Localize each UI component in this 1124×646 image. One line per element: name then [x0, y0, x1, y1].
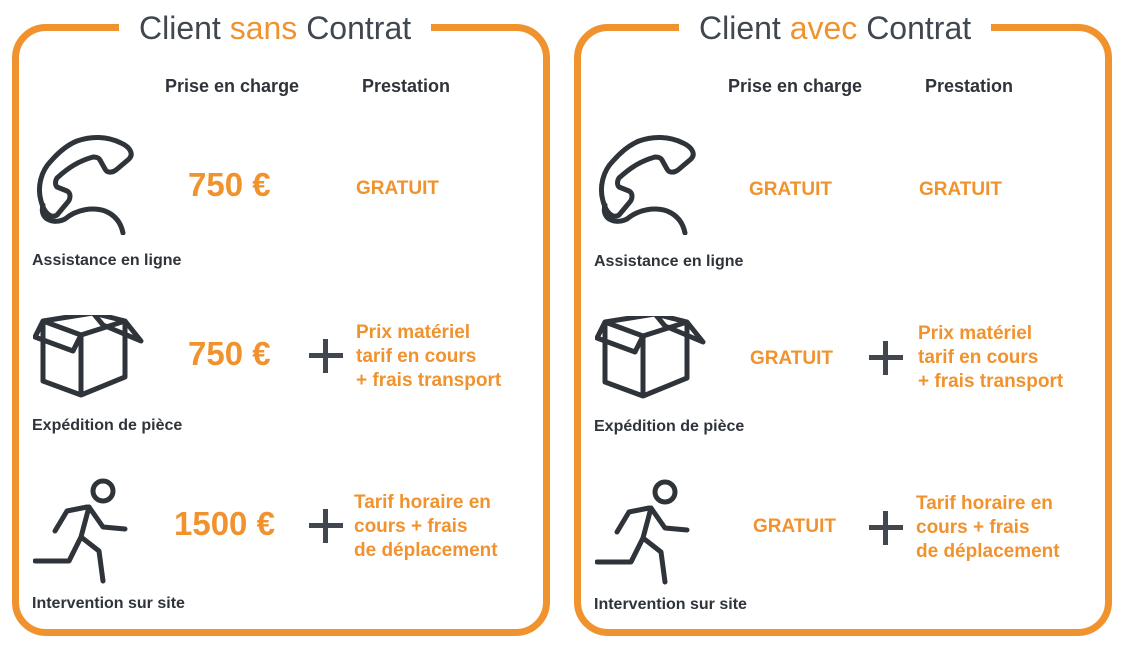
box-icon: [33, 315, 145, 399]
prise-value: GRATUIT: [750, 348, 834, 369]
prise-value: GRATUIT: [753, 516, 837, 537]
title-text: Contrat: [297, 10, 412, 46]
column-header-prise: Prise en charge: [165, 76, 300, 96]
client-sans-contrat-panel: Client sans Contrat Prise en charge Pres…: [12, 5, 550, 636]
client-avec-contrat-panel: Client avec Contrat Prise en charge Pres…: [574, 5, 1112, 636]
panel-title: Client sans Contrat: [119, 5, 432, 51]
row-label-intervention: Intervention sur site: [32, 595, 185, 612]
row-label-assistance: Assistance en ligne: [594, 253, 744, 270]
plus-icon: [309, 339, 343, 373]
row-label-expedition: Expédition de pièce: [32, 417, 183, 434]
running-person-icon: [595, 478, 707, 586]
column-header-prestation: Prestation: [362, 76, 451, 96]
plus-icon: [309, 509, 343, 543]
phone-icon: [33, 131, 145, 235]
box-icon: [595, 316, 707, 400]
prestation-value: GRATUIT: [356, 178, 440, 199]
title-text: Client: [139, 10, 230, 46]
panel-title: Client avec Contrat: [679, 5, 992, 51]
prise-value: 750 €: [188, 166, 271, 203]
title-text: Contrat: [857, 10, 972, 46]
prestation-value: Tarif horaire en cours + frais de déplac…: [916, 493, 1060, 562]
row-label-intervention: Intervention sur site: [594, 596, 747, 613]
row-label-assistance: Assistance en ligne: [32, 252, 182, 269]
prestation-value: Prix matériel tarif en cours + frais tra…: [356, 322, 502, 391]
column-header-prise: Prise en charge: [728, 76, 863, 96]
title-text: Client: [699, 10, 790, 46]
prestation-value: Prix matériel tarif en cours + frais tra…: [918, 323, 1064, 392]
prestation-value: Tarif horaire en cours + frais de déplac…: [354, 492, 498, 561]
prise-value: GRATUIT: [749, 179, 833, 200]
prise-value: 750 €: [188, 335, 271, 372]
running-person-icon: [33, 477, 145, 585]
title-accent: sans: [229, 10, 298, 46]
row-label-expedition: Expédition de pièce: [594, 418, 745, 435]
plus-icon: [869, 341, 903, 375]
prestation-value: GRATUIT: [919, 179, 1003, 200]
title-accent: avec: [789, 10, 858, 46]
prise-value: 1500 €: [174, 505, 275, 542]
plus-icon: [869, 511, 903, 545]
column-header-prestation: Prestation: [925, 76, 1014, 96]
phone-icon: [595, 131, 707, 235]
